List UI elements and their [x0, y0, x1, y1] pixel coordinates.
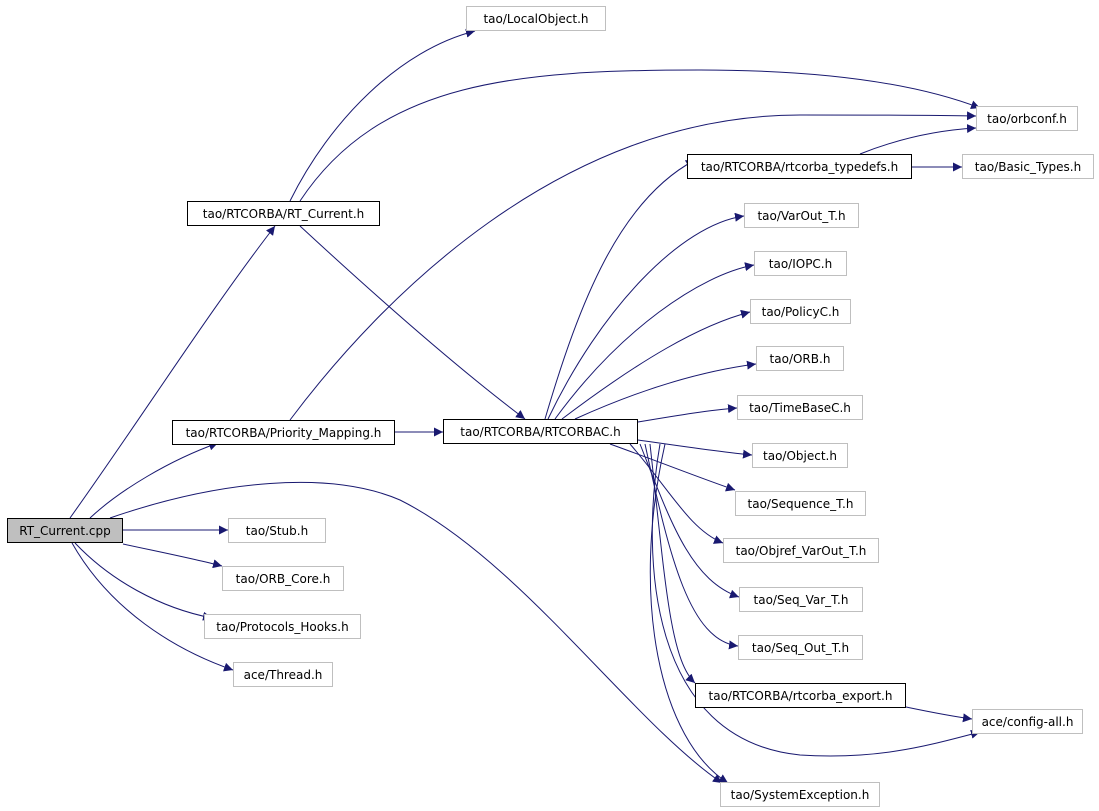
edge-rtcorbac-to-objref-varout-t: [629, 443, 724, 544]
node-rtcorbac-h[interactable]: tao/RTCORBA/RTCORBAC.h: [443, 419, 638, 444]
edge-rt-current-cpp-to-ace-thread: [71, 542, 234, 672]
edge-rt-current-cpp-to-orb-core: [122, 543, 223, 569]
node-objref-varout-t-h[interactable]: tao/Objref_VarOut_T.h: [723, 538, 879, 563]
node-system-exception-h[interactable]: tao/SystemException.h: [720, 782, 880, 807]
edge-rt-current-cpp-to-rt-current-h: [69, 225, 276, 519]
node-stub-h[interactable]: tao/Stub.h: [228, 518, 326, 543]
node-orbconf-h[interactable]: tao/orbconf.h: [976, 106, 1078, 131]
node-orb-core-h[interactable]: tao/ORB_Core.h: [222, 566, 344, 591]
edge-rt-current-cpp-to-protocols-hooks: [74, 542, 213, 621]
node-rt-current-cpp[interactable]: RT_Current.cpp: [7, 518, 123, 543]
edge-rtcorba-export-to-ace-config-all: [905, 706, 973, 723]
edge-rt-current-cpp-to-system-exception: [109, 481, 723, 784]
node-sequence-t-h[interactable]: tao/Sequence_T.h: [735, 491, 866, 516]
edge-rt-current-h-to-orbconf: [299, 69, 981, 202]
node-rtcorba-typedefs-h[interactable]: tao/RTCORBA/rtcorba_typedefs.h: [687, 154, 912, 179]
node-timebasec-h[interactable]: tao/TimeBaseC.h: [737, 395, 863, 420]
edge-priority-mapping-to-orbconf: [289, 111, 977, 421]
node-orb-h[interactable]: tao/ORB.h: [756, 346, 844, 371]
edge-rtcorbac-to-rtcorba-export: [649, 443, 696, 684]
edge-rtcorbac-to-timebasec: [637, 404, 738, 423]
edge-rtcorbac-to-object: [637, 439, 753, 459]
node-policyc-h[interactable]: tao/PolicyC.h: [750, 299, 851, 324]
edge-rtcorbac-to-seq-var-t: [639, 443, 740, 599]
node-rtcorba-export-h[interactable]: tao/RTCORBA/rtcorba_export.h: [695, 683, 906, 708]
edge-rt-current-h-to-rtcorbac: [299, 225, 526, 420]
edge-rtcorba-typedefs-to-orbconf: [859, 124, 977, 155]
node-varout-t-h[interactable]: tao/VarOut_T.h: [744, 203, 859, 228]
node-local-object-h[interactable]: tao/LocalObject.h: [466, 6, 606, 31]
edge-rtcorbac-to-system-exception: [649, 443, 729, 784]
node-protocols-hooks-h[interactable]: tao/Protocols_Hooks.h: [204, 614, 361, 639]
edge-rtcorbac-to-varout-t: [547, 212, 745, 420]
node-ace-config-all-h[interactable]: ace/config-all.h: [972, 709, 1083, 734]
edge-rtcorbac-to-iopc: [554, 262, 755, 420]
edge-rt-current-h-to-local-object: [289, 28, 476, 202]
node-object-h[interactable]: tao/Object.h: [752, 443, 848, 468]
edge-rtcorbac-to-rtcorba-typedefs: [544, 159, 696, 420]
edge-rt-current-cpp-to-priority-mapping: [89, 441, 219, 519]
edge-rtcorbac-to-ace-config-all: [651, 443, 981, 757]
node-basic-types-h[interactable]: tao/Basic_Types.h: [962, 154, 1094, 179]
node-seq-var-t-h[interactable]: tao/Seq_Var_T.h: [739, 587, 863, 612]
edge-rtcorbac-to-orb: [574, 360, 757, 420]
edge-rtcorbac-to-policyc: [561, 309, 751, 420]
node-ace-thread-h[interactable]: ace/Thread.h: [233, 662, 333, 687]
node-seq-out-t-h[interactable]: tao/Seq_Out_T.h: [738, 635, 863, 660]
edge-rtcorbac-to-sequence-t: [609, 443, 736, 492]
node-priority-mapping-h[interactable]: tao/RTCORBA/Priority_Mapping.h: [172, 420, 395, 445]
node-iopc-h[interactable]: tao/IOPC.h: [754, 251, 847, 276]
node-rt-current-h[interactable]: tao/RTCORBA/RT_Current.h: [187, 201, 380, 226]
